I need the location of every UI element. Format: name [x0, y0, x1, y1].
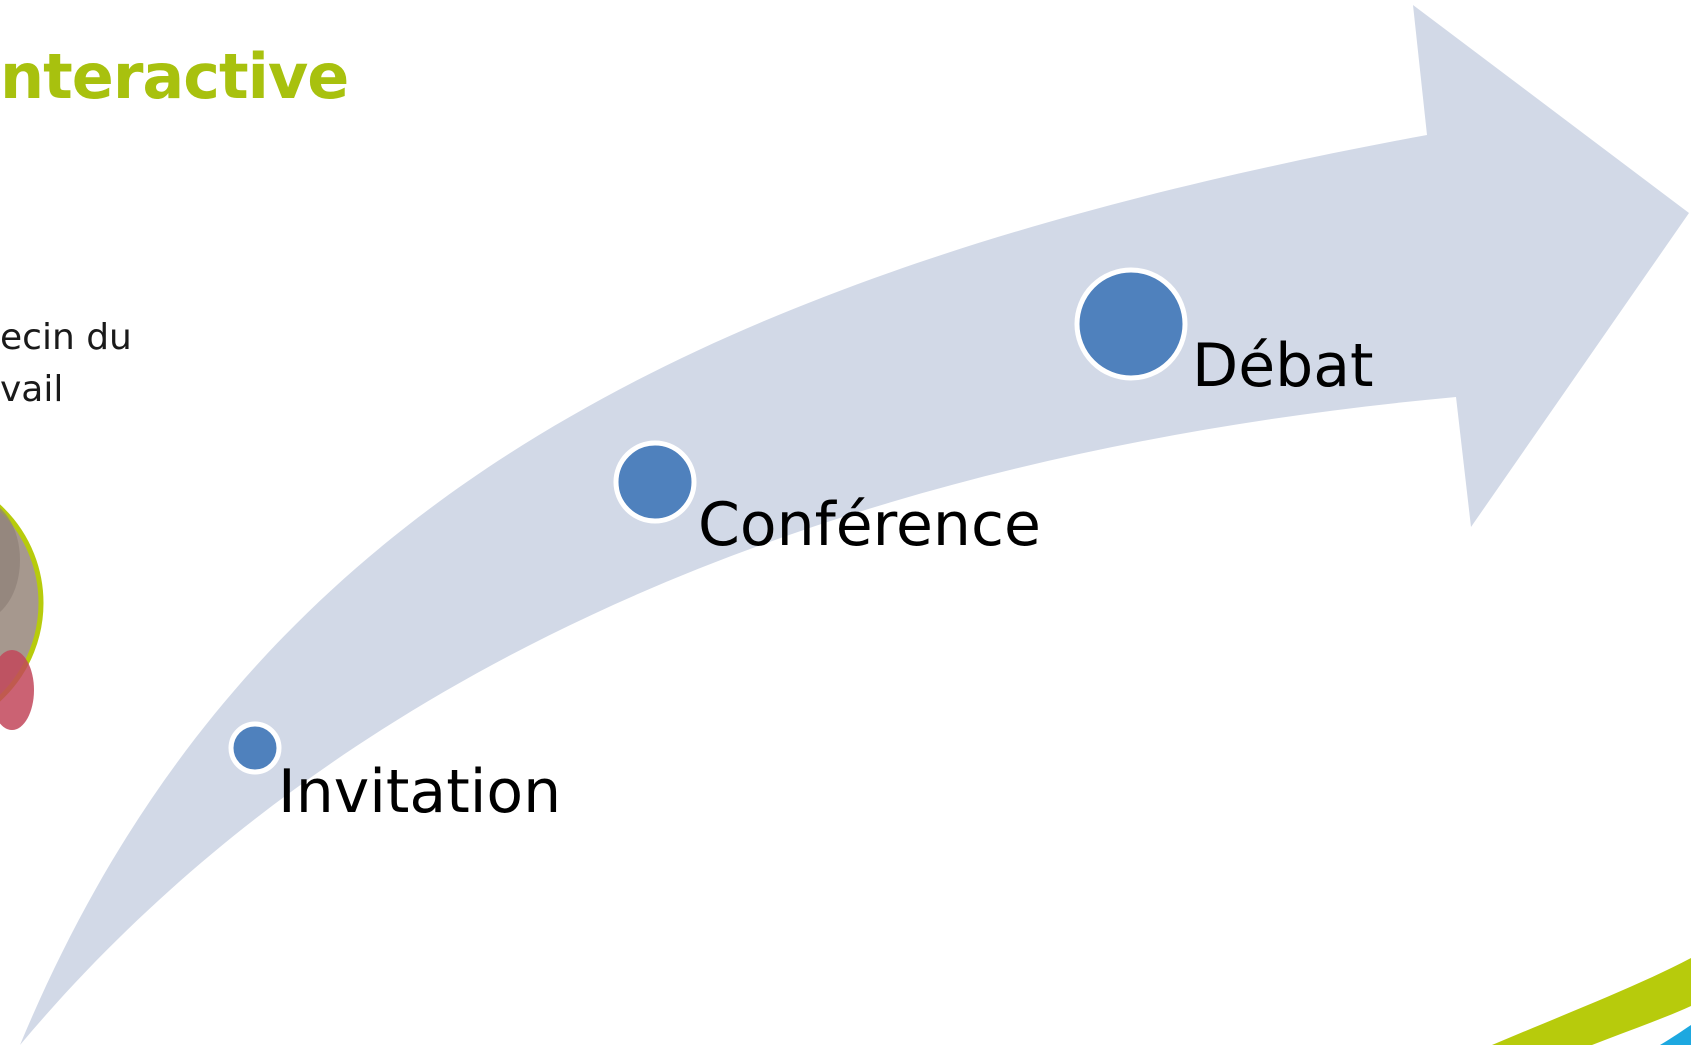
step-node-debat [1074, 267, 1188, 381]
side-text-line-1: ecin du [0, 317, 132, 358]
step-label-debat: Débat [1192, 331, 1374, 401]
speaker-photo [0, 504, 44, 730]
decorative-swoosh [1492, 958, 1691, 1045]
step-node-invitation [228, 721, 282, 775]
side-text: ecin du vail [0, 312, 132, 416]
step-node-conference [613, 440, 697, 524]
step-label-invitation: Invitation [278, 757, 562, 827]
side-text-line-2: vail [0, 369, 64, 410]
step-label-conference: Conférence [698, 490, 1041, 560]
slide-title: nteractive [0, 40, 349, 113]
progress-arrow [20, 5, 1689, 1045]
